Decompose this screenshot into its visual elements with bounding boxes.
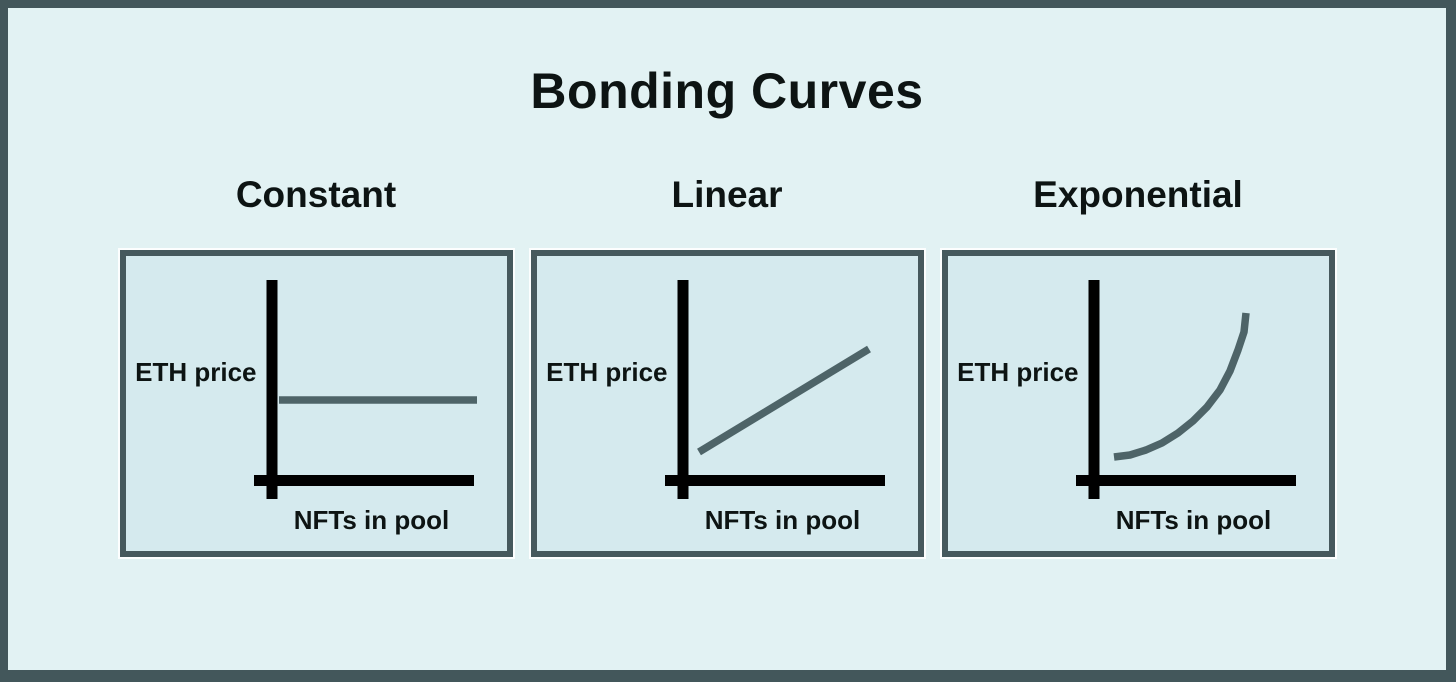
- bonding-curve-panel-exponential: ETH price NFTs in pool: [939, 247, 1337, 559]
- page-background: Bonding Curves Constant ETH price NFTs i…: [8, 8, 1446, 670]
- curve-path-exponential: [1113, 312, 1250, 461]
- y-axis-label: ETH price: [957, 356, 1079, 387]
- panels-row: Constant ETH price NFTs in pool Linear: [8, 173, 1446, 559]
- x-axis-label: NFTs in pool: [293, 504, 450, 535]
- y-axis-label: ETH price: [546, 356, 668, 387]
- panel-column-linear: Linear ETH price NFTs in pool: [528, 173, 926, 559]
- mini-chart-constant: ETH price NFTs in pool: [126, 256, 507, 551]
- bonding-curve-panel-constant: ETH price NFTs in pool: [117, 247, 515, 559]
- bonding-curve-panel-linear: ETH price NFTs in pool: [528, 247, 926, 559]
- x-axis-label: NFTs in pool: [1115, 504, 1272, 535]
- chart-canvas: [1075, 279, 1296, 499]
- chart-canvas: [664, 279, 885, 499]
- panel-column-constant: Constant ETH price NFTs in pool: [117, 173, 515, 559]
- panel-heading-linear: Linear: [671, 173, 783, 215]
- panel-heading-exponential: Exponential: [1033, 173, 1243, 215]
- y-axis-label: ETH price: [135, 356, 257, 387]
- mini-chart-exponential: ETH price NFTs in pool: [948, 256, 1329, 551]
- panel-heading-constant: Constant: [235, 173, 397, 215]
- x-axis-label: NFTs in pool: [704, 504, 861, 535]
- chart-canvas: [253, 279, 477, 499]
- curve-path-linear: [696, 345, 871, 455]
- panel-column-exponential: Exponential ETH price NFTs in pool: [939, 173, 1337, 559]
- page-title: Bonding Curves: [530, 63, 924, 119]
- mini-chart-linear: ETH price NFTs in pool: [537, 256, 918, 551]
